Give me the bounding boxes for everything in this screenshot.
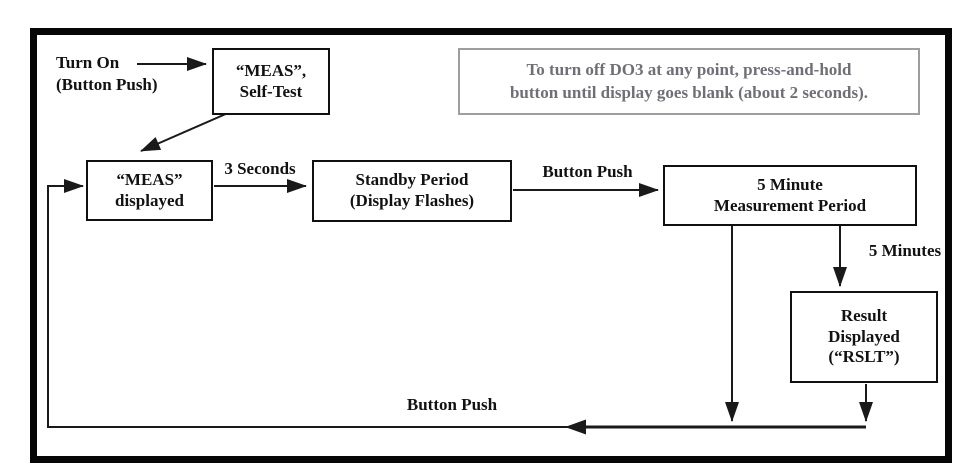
diagram-outer-border [30, 28, 952, 463]
button-push-top-label: Button Push [542, 162, 633, 181]
standby-period-box: Standby Period (Display Flashes) [312, 160, 512, 222]
meas-displayed-box: “MEAS” displayed [86, 160, 213, 221]
measurement-period-box: 5 Minute Measurement Period [663, 165, 917, 226]
three-seconds-label: 3 Seconds [224, 159, 296, 178]
turn-off-note: To turn off DO3 at any point, press-and-… [458, 48, 920, 115]
button-push-bottom-label: Button Push [406, 395, 498, 414]
five-minutes-label: 5 Minutes [868, 241, 942, 260]
turn-on-label: Turn On (Button Push) [56, 53, 158, 95]
result-displayed-box: Result Displayed (“RSLT”) [790, 291, 938, 383]
feedback-line-to-meas-displayed [47, 179, 586, 428]
arrow-self-test-to-meas-displayed [140, 112, 229, 152]
meas-self-test-box: “MEAS”, Self-Test [212, 48, 330, 115]
